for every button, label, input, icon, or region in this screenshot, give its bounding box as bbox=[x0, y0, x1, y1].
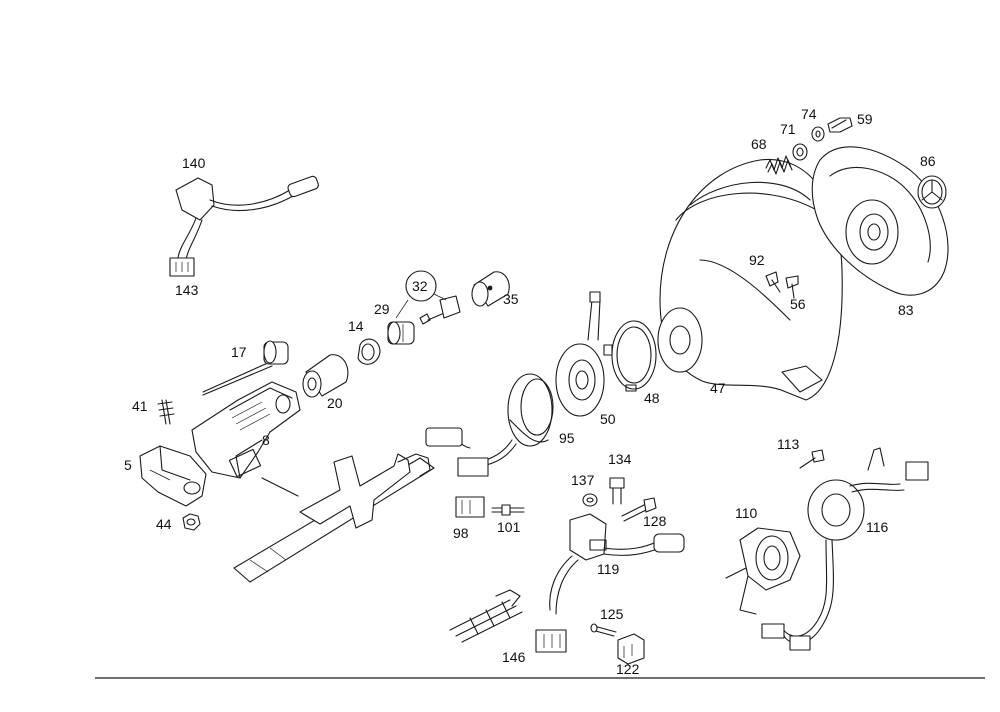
part-8-ignition-housing bbox=[191, 381, 301, 479]
part-116-contact-unit bbox=[761, 447, 929, 651]
steering-column bbox=[233, 453, 435, 583]
label-128: 128 bbox=[643, 513, 667, 529]
part-41-screw bbox=[157, 399, 175, 425]
label-48: 48 bbox=[644, 390, 660, 406]
label-17: 17 bbox=[231, 344, 247, 360]
label-110: 110 bbox=[735, 505, 758, 521]
label-71: 71 bbox=[780, 121, 796, 137]
part-98-connector bbox=[455, 496, 485, 518]
part-71-sleeve bbox=[792, 143, 808, 161]
part-47-steering-wheel bbox=[657, 158, 843, 401]
label-20: 20 bbox=[327, 395, 343, 411]
label-92: 92 bbox=[749, 252, 765, 268]
part-29-lock-cylinder bbox=[387, 321, 415, 345]
label-143: 143 bbox=[175, 282, 199, 298]
part-146-terminal-strip bbox=[449, 589, 567, 653]
part-83-airbag-module bbox=[811, 146, 949, 296]
part-110-bracket bbox=[725, 527, 801, 615]
label-32: 32 bbox=[412, 278, 428, 294]
part-128-bolt bbox=[621, 497, 657, 522]
label-14: 14 bbox=[348, 318, 364, 334]
label-134: 134 bbox=[608, 451, 632, 467]
part-44-nut bbox=[182, 513, 201, 531]
part-137-washer bbox=[582, 493, 598, 507]
part-125-pin bbox=[590, 623, 617, 637]
label-5: 5 bbox=[124, 457, 132, 473]
label-41: 41 bbox=[132, 398, 148, 414]
label-122: 122 bbox=[616, 661, 640, 677]
label-35: 35 bbox=[503, 291, 519, 307]
part-101-pin bbox=[491, 504, 525, 516]
label-146: 146 bbox=[502, 649, 526, 665]
label-29: 29 bbox=[374, 301, 390, 317]
part-32-key bbox=[395, 270, 461, 325]
label-116: 116 bbox=[866, 519, 889, 535]
part-14-ring bbox=[357, 338, 381, 365]
part-95-clock-spring bbox=[425, 373, 554, 477]
label-113: 113 bbox=[777, 436, 800, 452]
part-59-bolt bbox=[827, 117, 853, 133]
part-134-bolt bbox=[609, 477, 625, 505]
label-95: 95 bbox=[559, 430, 575, 446]
label-140: 140 bbox=[182, 155, 206, 171]
label-50: 50 bbox=[600, 411, 616, 427]
label-59: 59 bbox=[857, 111, 873, 127]
part-143-connector bbox=[169, 257, 195, 277]
part-68-spring bbox=[765, 155, 793, 175]
part-86-emblem bbox=[917, 175, 947, 209]
label-101: 101 bbox=[497, 519, 521, 535]
part-140-sensor-harness bbox=[175, 175, 319, 261]
label-44: 44 bbox=[156, 516, 172, 532]
label-8: 8 bbox=[262, 432, 270, 448]
part-20-cylinder bbox=[302, 354, 349, 398]
part-56-screw bbox=[785, 275, 799, 299]
label-98: 98 bbox=[453, 525, 469, 541]
label-86: 86 bbox=[920, 153, 936, 169]
label-68: 68 bbox=[751, 136, 767, 152]
label-83: 83 bbox=[898, 302, 914, 318]
part-113-screw bbox=[799, 449, 825, 469]
part-50-contact-plate bbox=[555, 291, 605, 417]
part-17-pin bbox=[202, 340, 289, 396]
part-5-switch bbox=[139, 445, 207, 507]
part-119-switch-harness bbox=[549, 513, 685, 615]
part-35-cap bbox=[471, 271, 510, 307]
label-125: 125 bbox=[600, 606, 624, 622]
part-92-screw bbox=[765, 271, 781, 293]
label-119: 119 bbox=[597, 561, 620, 577]
callout-labels: 140 143 17 14 29 32 35 20 41 8 5 44 95 5… bbox=[124, 106, 936, 677]
part-48-ring bbox=[603, 320, 657, 392]
label-74: 74 bbox=[801, 106, 817, 122]
label-137: 137 bbox=[571, 472, 595, 488]
label-47: 47 bbox=[710, 380, 726, 396]
label-56: 56 bbox=[790, 296, 806, 312]
part-74-washer bbox=[811, 126, 825, 142]
part-122-connector bbox=[617, 633, 645, 665]
